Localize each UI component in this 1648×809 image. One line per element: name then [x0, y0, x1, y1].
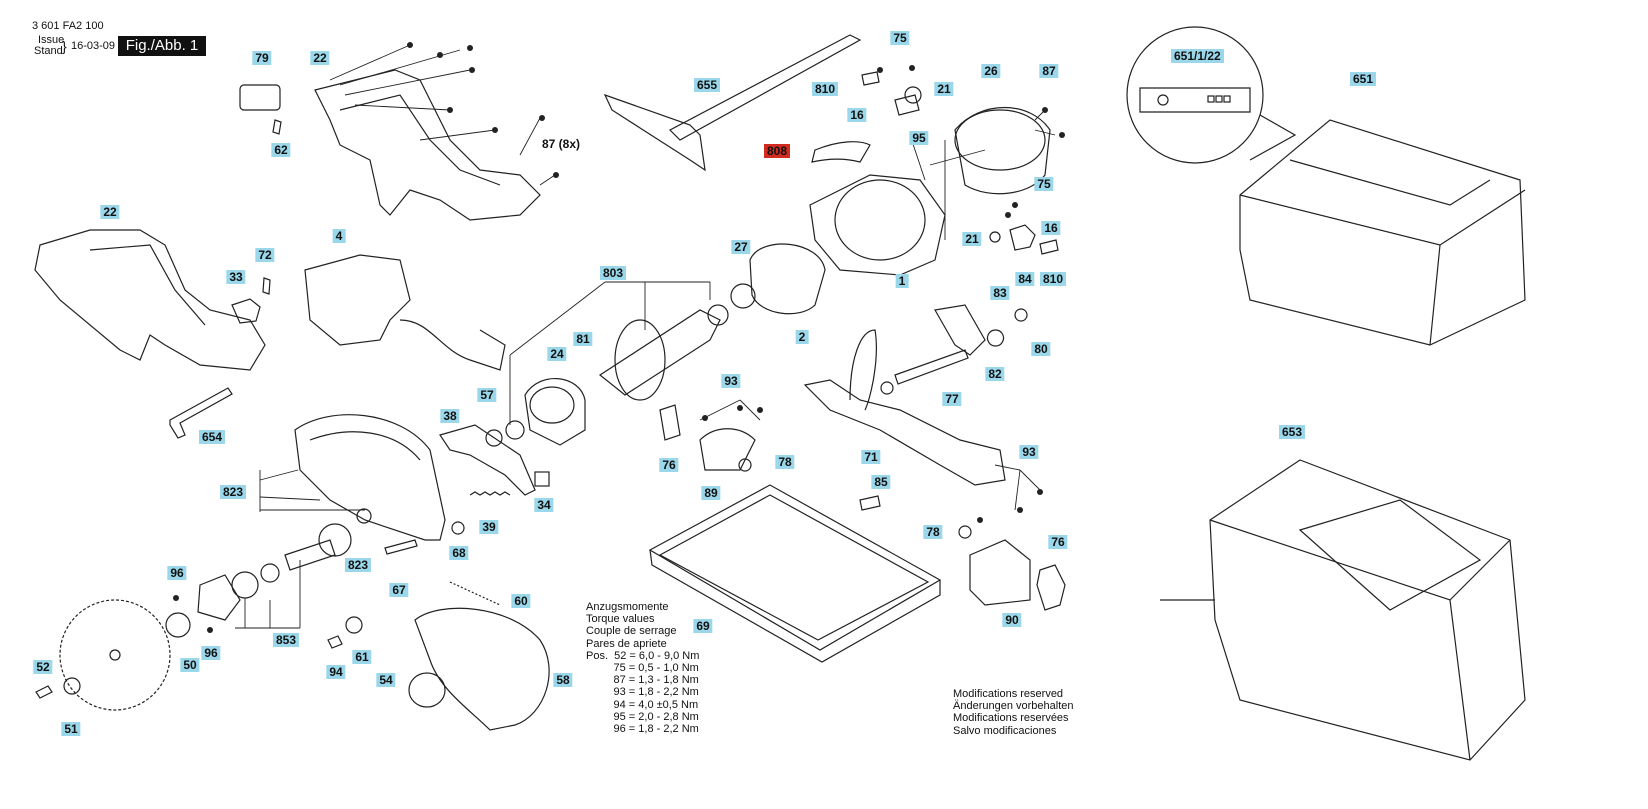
torque-row: 96 = 1,8 - 2,2 Nm: [586, 723, 699, 736]
callout-82: 82: [985, 367, 1005, 381]
callout-61: 61: [352, 650, 372, 664]
callout-58: 58: [553, 673, 573, 687]
callout-39: 39: [479, 520, 499, 534]
zoom-detail-label: 651/1/22: [1171, 49, 1224, 63]
mod-line-en: Modifications reserved: [953, 688, 1064, 700]
torque-title-es: Pares de apriete: [586, 637, 667, 650]
callout-38: 38: [440, 409, 460, 423]
callout-853: 853: [272, 633, 300, 647]
callout-75: 75: [1034, 177, 1054, 191]
callout-33: 33: [226, 270, 246, 284]
callout-21: 21: [934, 82, 954, 96]
torque-row: 94 = 4,0 ±0,5 Nm: [586, 698, 699, 711]
callout-72: 72: [255, 248, 275, 262]
callout-651: 651: [1349, 72, 1377, 86]
callout-16: 16: [847, 108, 867, 122]
callout-60: 60: [511, 594, 531, 608]
callout-93: 93: [721, 374, 741, 388]
callout-823: 823: [344, 558, 372, 572]
callout-93: 93: [1019, 445, 1039, 459]
callout-96: 96: [167, 566, 187, 580]
callout-80: 80: [1031, 342, 1051, 356]
callout-808: 808: [763, 144, 791, 158]
brace: }: [62, 38, 67, 54]
callout-823: 823: [219, 485, 247, 499]
callout-75: 75: [890, 31, 910, 45]
torque-row: 95 = 2,0 - 2,8 Nm: [586, 710, 699, 723]
callout-22: 22: [310, 51, 330, 65]
callout-57: 57: [477, 388, 497, 402]
torque-row: 75 = 0,5 - 1,0 Nm: [586, 662, 699, 675]
modifications-note: Modifications reserved Änderungen vorbeh…: [953, 688, 1073, 737]
doc-number: 3 601 FA2 100: [32, 20, 104, 32]
issue-date: 16-03-09: [71, 40, 116, 52]
callout-95: 95: [909, 131, 929, 145]
callout-68: 68: [449, 546, 469, 560]
callout-87-8x: 87 (8x): [541, 137, 581, 151]
figure-label: Fig./Abb. 1: [118, 36, 206, 56]
callout-2: 2: [795, 330, 809, 344]
callout-52: 52: [33, 660, 53, 674]
torque-values: Anzugsmomente Torque values Couple de se…: [586, 601, 699, 735]
torque-row: Pos. 52 = 6,0 - 9,0 Nm: [586, 649, 700, 662]
callout-67: 67: [389, 583, 409, 597]
callout-654: 654: [198, 430, 226, 444]
callout-62: 62: [271, 143, 291, 157]
callout-76: 76: [659, 458, 679, 472]
callout-76: 76: [1048, 535, 1068, 549]
callout-655: 655: [693, 78, 721, 92]
callout-81: 81: [573, 332, 593, 346]
callout-71: 71: [861, 450, 881, 464]
callout-22: 22: [100, 205, 120, 219]
callout-54: 54: [376, 673, 396, 687]
callout-24: 24: [547, 347, 567, 361]
callout-85: 85: [871, 475, 891, 489]
callout-653: 653: [1278, 425, 1306, 439]
callout-87: 87: [1039, 64, 1059, 78]
torque-title-de: Anzugsmomente: [586, 601, 669, 613]
callout-96: 96: [201, 646, 221, 660]
callout-26: 26: [981, 64, 1001, 78]
callout-78: 78: [775, 455, 795, 469]
callout-50: 50: [180, 658, 200, 672]
callout-78: 78: [923, 525, 943, 539]
callout-94: 94: [326, 665, 346, 679]
torque-title-fr: Couple de serrage: [586, 625, 677, 638]
callout-79: 79: [252, 51, 272, 65]
callout-89: 89: [701, 486, 721, 500]
torque-row: 93 = 1,8 - 2,2 Nm: [586, 686, 699, 699]
mod-line-fr: Modifications reservées: [953, 712, 1069, 725]
mod-line-es: Salvo modificaciones: [953, 724, 1057, 737]
callout-27: 27: [731, 240, 751, 254]
callout-810: 810: [1039, 272, 1067, 286]
callout-51: 51: [61, 722, 81, 736]
issue-label: Issue: [38, 34, 65, 46]
callout-77: 77: [942, 392, 962, 406]
callout-21: 21: [962, 232, 982, 246]
mod-line-de: Änderungen vorbehalten: [953, 700, 1074, 713]
torque-row: 87 = 1,3 - 1,8 Nm: [586, 674, 699, 687]
callout-803: 803: [599, 266, 627, 280]
callout-16: 16: [1041, 221, 1061, 235]
callout-4: 4: [332, 229, 346, 243]
stand-label: Stand: [34, 45, 63, 57]
callout-90: 90: [1002, 613, 1022, 627]
callout-84: 84: [1015, 272, 1035, 286]
torque-title-en: Torque values: [586, 613, 655, 626]
callout-69: 69: [693, 619, 713, 633]
callout-810: 810: [811, 82, 839, 96]
callout-34: 34: [534, 498, 554, 512]
callout-83: 83: [990, 286, 1010, 300]
callout-1: 1: [895, 274, 909, 288]
